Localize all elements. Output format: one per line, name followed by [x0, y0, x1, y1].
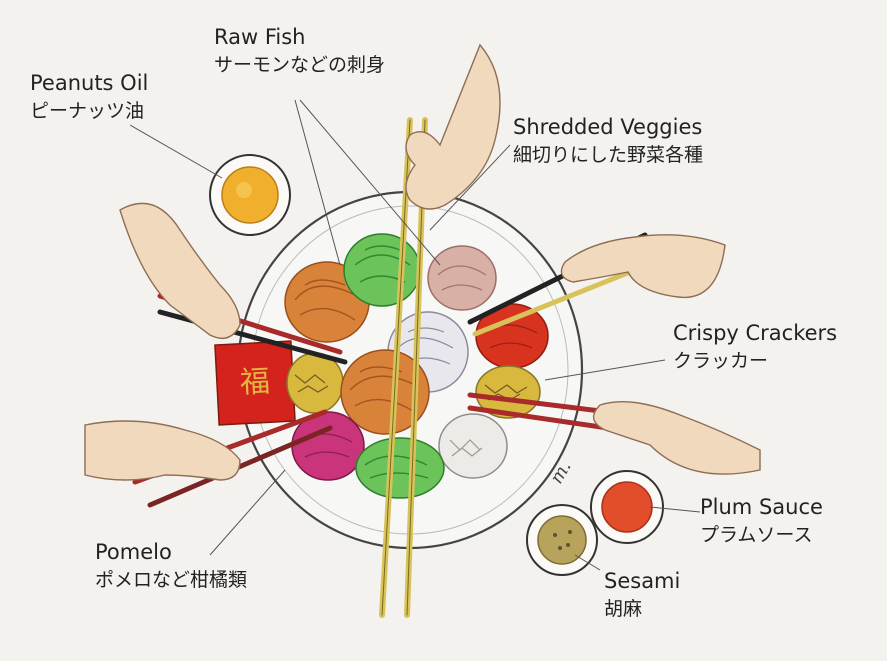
hands — [84, 43, 761, 481]
label-crispy-crackers-en: Crispy Crackers — [673, 321, 838, 345]
svg-text:福: 福 — [239, 364, 271, 401]
salmon-mound-center — [340, 349, 430, 435]
green-veg-bottom — [355, 437, 445, 499]
label-pomelo-jp: ポメロなど柑橘類 — [95, 569, 248, 592]
hand-left-bottom — [84, 420, 241, 481]
label-shredded-veggies-en: Shredded Veggies — [513, 115, 703, 139]
label-plum-sauce: Plum Sauce プラムソース — [700, 492, 823, 550]
leader-plum — [649, 506, 701, 513]
label-pomelo-en: Pomelo — [95, 540, 172, 564]
label-raw-fish: Raw Fish サーモンなどの刺身 — [214, 22, 385, 80]
hand-left-top — [119, 202, 241, 339]
label-plum-sauce-en: Plum Sauce — [700, 495, 823, 519]
peanut-oil-bowl — [209, 154, 291, 236]
leader-sesami — [574, 554, 601, 571]
label-shredded-veggies-jp: 細切りにした野菜各種 — [513, 144, 704, 167]
leader-raw-fish-2 — [299, 99, 441, 266]
label-plum-sauce-jp: プラムソース — [700, 524, 813, 547]
leader-veggies — [429, 144, 511, 231]
sesame-bowl — [526, 504, 598, 576]
leader-peanuts-oil — [129, 124, 223, 179]
leader-raw-fish — [294, 99, 341, 266]
label-sesami-en: Sesami — [604, 569, 681, 593]
leader-pomelo — [209, 469, 286, 556]
label-peanuts-oil-en: Peanuts Oil — [30, 71, 149, 95]
leader-crackers — [544, 359, 666, 381]
green-veg-top — [343, 233, 421, 307]
label-pomelo: Pomelo ポメロなど柑橘類 — [95, 537, 247, 595]
hand-right-bottom — [592, 401, 761, 475]
hand-right-top — [560, 234, 726, 299]
white-veg-bottom-right — [438, 413, 508, 479]
cracker-left — [286, 352, 344, 414]
label-peanuts-oil: Peanuts Oil ピーナッツ油 — [30, 68, 148, 126]
label-sesami-jp: 胡麻 — [604, 598, 643, 621]
pink-fish-top-right — [427, 245, 497, 311]
label-raw-fish-jp: サーモンなどの刺身 — [214, 54, 386, 77]
label-peanuts-oil-jp: ピーナッツ油 — [30, 100, 145, 123]
plum-sauce-bowl — [590, 470, 664, 544]
hand-top — [405, 43, 501, 210]
label-raw-fish-en: Raw Fish — [214, 25, 306, 49]
label-crispy-crackers: Crispy Crackers クラッカー — [673, 318, 837, 376]
label-crispy-crackers-jp: クラッカー — [673, 350, 769, 373]
leader-lines — [129, 99, 701, 571]
label-shredded-veggies: Shredded Veggies 細切りにした野菜各種 — [513, 112, 703, 170]
label-sesami: Sesami 胡麻 — [604, 566, 680, 624]
red-envelope: 福 — [214, 340, 296, 426]
